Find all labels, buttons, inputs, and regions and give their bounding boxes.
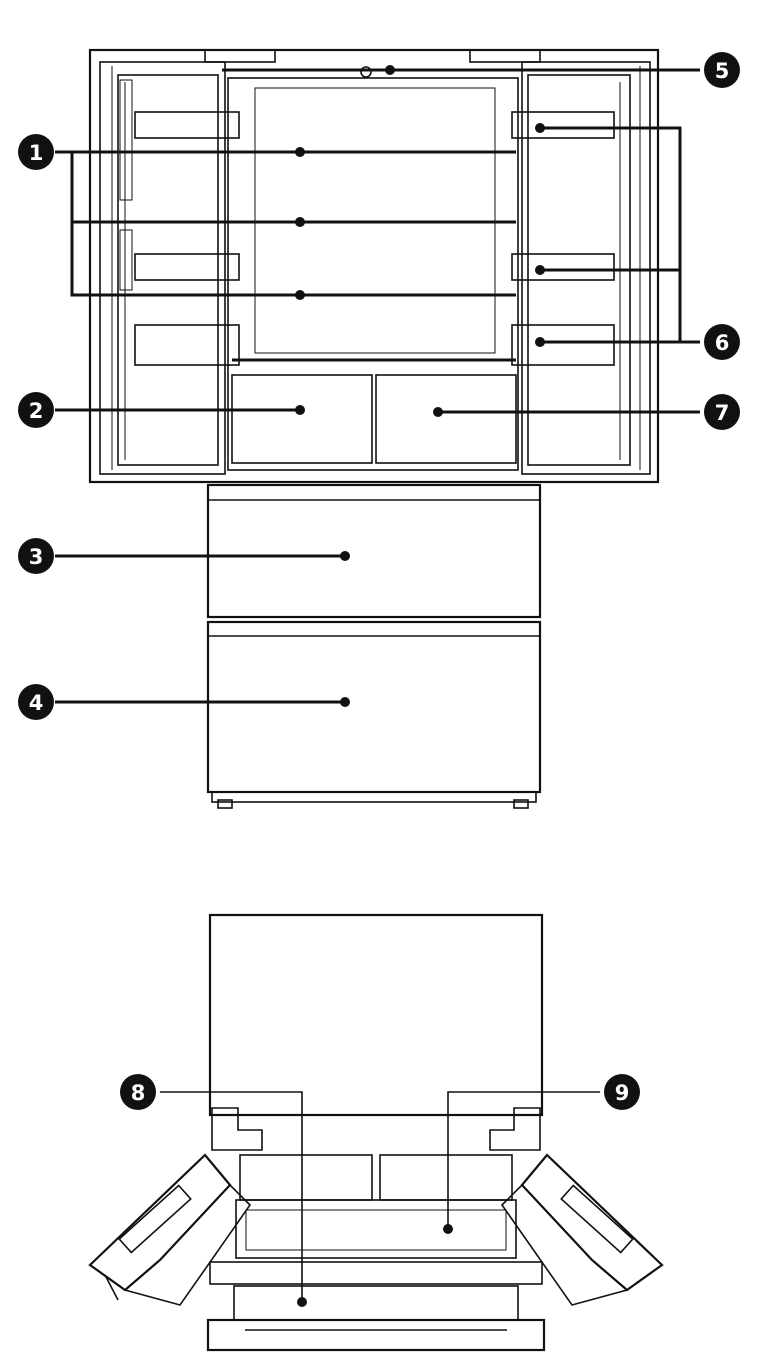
bottom-drawer-body bbox=[206, 620, 542, 794]
light-fixture bbox=[360, 66, 372, 78]
interior-compartment bbox=[227, 77, 519, 471]
callout-1: 1 bbox=[18, 134, 305, 300]
callout-2: 2 bbox=[18, 392, 305, 428]
left-foot bbox=[217, 799, 233, 809]
callout-6: 6 bbox=[535, 123, 740, 360]
lower-drawer-open bbox=[209, 1261, 543, 1285]
crisper-right bbox=[375, 374, 517, 464]
left-door bbox=[99, 61, 240, 475]
right-foot bbox=[513, 799, 529, 809]
callout-9-label: 9 bbox=[615, 1081, 630, 1105]
fridge-front-view bbox=[88, 48, 660, 809]
left-door-bin-1 bbox=[134, 111, 240, 139]
callout-4-label: 4 bbox=[29, 691, 44, 715]
cabinet-outline bbox=[88, 48, 660, 484]
callout-7: 7 bbox=[433, 394, 740, 430]
right-door-open-top bbox=[500, 1153, 664, 1306]
callout-3-label: 3 bbox=[29, 545, 44, 569]
callout-2-label: 2 bbox=[29, 399, 44, 423]
middle-drawer-body bbox=[206, 483, 542, 619]
crisper-left bbox=[231, 374, 373, 464]
callout-3: 3 bbox=[18, 538, 350, 574]
crisper-right-top bbox=[379, 1154, 513, 1201]
callout-8-label: 8 bbox=[131, 1081, 146, 1105]
lower-drawer-tray bbox=[233, 1285, 519, 1321]
callout-6-label: 6 bbox=[715, 331, 730, 355]
left-door-bin-2 bbox=[134, 253, 240, 281]
right-hinge bbox=[469, 49, 541, 63]
callout-8: 8 bbox=[120, 1074, 307, 1307]
lower-drawer-front bbox=[206, 1318, 546, 1352]
right-door-bin-1 bbox=[511, 111, 615, 139]
left-door-bin-3 bbox=[134, 324, 240, 366]
left-door-open-top bbox=[88, 1153, 252, 1306]
crisper-left-top bbox=[239, 1154, 373, 1201]
right-door-bin-3 bbox=[511, 324, 615, 366]
upper-drawer-open bbox=[235, 1199, 517, 1259]
callout-7-label: 7 bbox=[715, 401, 730, 425]
callout-5-label: 5 bbox=[715, 59, 730, 83]
cabinet-top bbox=[208, 913, 544, 1117]
callout-5: 5 bbox=[385, 52, 740, 88]
callout-1-label: 1 bbox=[29, 141, 44, 165]
callout-4: 4 bbox=[18, 684, 350, 720]
callout-9: 9 bbox=[443, 1074, 640, 1234]
right-door-bin-2 bbox=[511, 253, 615, 281]
base-grille bbox=[211, 791, 537, 803]
left-hinge bbox=[204, 49, 276, 63]
fridge-top-view bbox=[88, 913, 664, 1352]
